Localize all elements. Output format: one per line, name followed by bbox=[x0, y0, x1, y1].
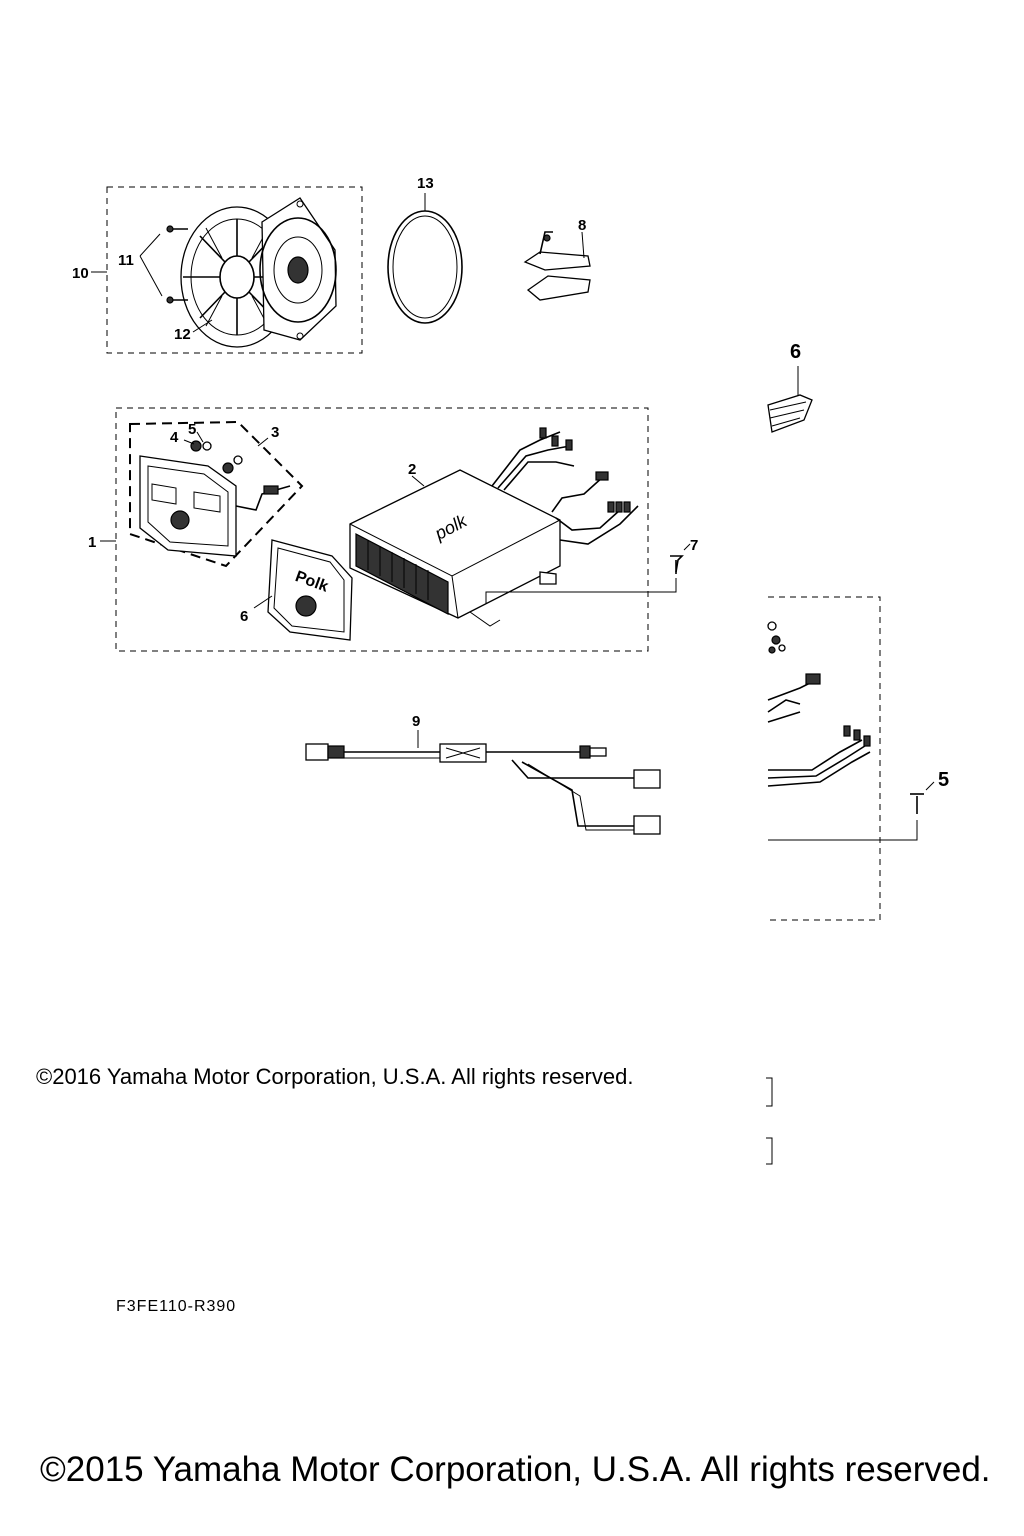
leader-2 bbox=[411, 475, 425, 487]
callout-1: 1 bbox=[88, 534, 96, 551]
callout-5-inset: 5 bbox=[938, 769, 949, 791]
inset-part-6: 6 bbox=[767, 341, 813, 433]
callout-8: 8 bbox=[578, 217, 586, 234]
inset-box-right bbox=[768, 596, 881, 921]
callout-6: 6 bbox=[240, 608, 248, 625]
screw-7 bbox=[485, 543, 691, 604]
callout-5: 5 bbox=[188, 421, 196, 438]
grille-screws bbox=[166, 225, 188, 304]
leader-6 bbox=[253, 595, 273, 609]
stereo-kit-box bbox=[115, 407, 649, 652]
callout-10: 10 bbox=[72, 265, 89, 282]
bracket-8: 8 bbox=[523, 217, 591, 301]
stereo-unit: polk bbox=[349, 469, 561, 627]
callout-11: 11 bbox=[118, 252, 134, 269]
inset-screw-5 bbox=[768, 781, 935, 841]
unit-wire-harness bbox=[491, 427, 639, 545]
speaker-kit-box bbox=[106, 186, 363, 354]
speaker-kit-group: 10 11 12 bbox=[72, 186, 363, 354]
leader-3 bbox=[257, 437, 269, 447]
inset-nuts bbox=[767, 621, 786, 654]
callout-12: 12 bbox=[174, 326, 191, 343]
remote-control bbox=[139, 455, 291, 557]
bracket-mark-2 bbox=[766, 1137, 773, 1165]
leader-4 bbox=[183, 439, 195, 445]
inset-group-right: 5 bbox=[767, 596, 949, 921]
leader-5 bbox=[196, 431, 204, 443]
leader-11 bbox=[139, 233, 163, 297]
callout-6-inset: 6 bbox=[790, 341, 801, 363]
gasket-ring: 13 bbox=[387, 175, 463, 324]
wire-harness-9: 9 bbox=[305, 713, 661, 835]
callout-7: 7 bbox=[690, 537, 698, 554]
stereo-kit-group: 4 5 3 Polk 6 polk bbox=[88, 407, 698, 652]
callout-3: 3 bbox=[271, 424, 279, 441]
copyright-2015: ©2015 Yamaha Motor Corporation, U.S.A. A… bbox=[40, 1450, 991, 1489]
copyright-2016: ©2016 Yamaha Motor Corporation, U.S.A. A… bbox=[36, 1064, 634, 1089]
callout-4: 4 bbox=[170, 429, 179, 446]
callout-9: 9 bbox=[412, 713, 420, 730]
speaker bbox=[259, 197, 337, 341]
inset-wires bbox=[767, 673, 871, 787]
leader-12 bbox=[192, 319, 213, 333]
drawing-code: F3FE110-R390 bbox=[116, 1298, 237, 1315]
callout-13: 13 bbox=[417, 175, 434, 192]
callout-2: 2 bbox=[408, 461, 416, 478]
remote-cover: Polk bbox=[267, 539, 353, 641]
bracket-mark-1 bbox=[766, 1077, 773, 1107]
